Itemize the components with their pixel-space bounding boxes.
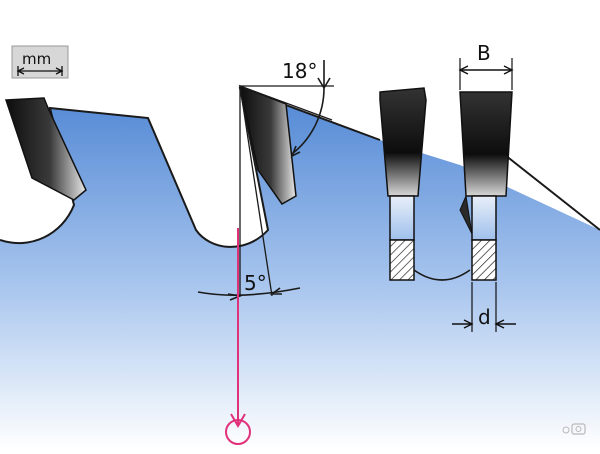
down-arrow-marker-icon[interactable] xyxy=(225,228,251,445)
camera-icon[interactable] xyxy=(562,423,586,435)
gullet-between-teeth xyxy=(413,269,471,281)
plate-thickness-label: d xyxy=(478,305,491,329)
tooth-cross-section-left xyxy=(379,87,427,281)
rake-angle-label: 18° xyxy=(282,59,317,83)
rake-angle-arc xyxy=(291,87,325,155)
saw-blade-outline xyxy=(0,86,600,248)
tooth-cross-section-right xyxy=(459,91,513,281)
center-tooth-tip xyxy=(238,84,297,205)
rake-angle-arrow-top xyxy=(317,60,331,90)
unit-label: mm xyxy=(22,50,51,68)
clearance-arrow-left xyxy=(227,293,243,301)
rake-face-line xyxy=(239,85,333,121)
clearance-angle-label: 5° xyxy=(244,271,267,295)
ruler-icon: mm xyxy=(11,45,69,79)
clearance-arrow-right xyxy=(269,287,282,295)
plate-thickness-dimension: d xyxy=(452,282,516,332)
kerf-width-label: B xyxy=(477,41,491,65)
saw-blade-body xyxy=(0,88,600,450)
kerf-width-dimension: B xyxy=(458,41,514,90)
left-tooth-tip xyxy=(4,97,87,201)
clearance-line xyxy=(239,85,273,297)
rake-angle-arrow-bottom xyxy=(290,145,301,158)
clearance-angle-arc xyxy=(197,287,301,296)
